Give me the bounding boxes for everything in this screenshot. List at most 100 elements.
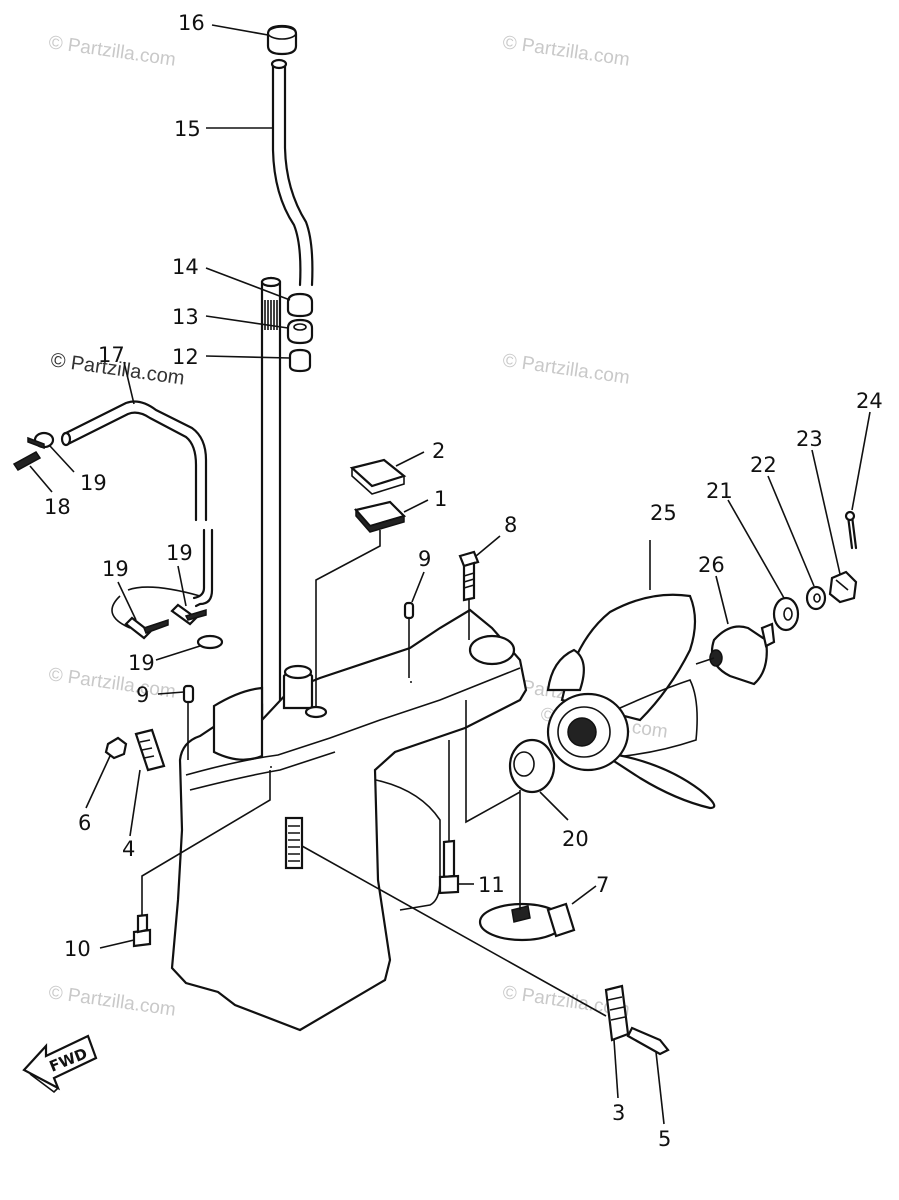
callout-7: 7 [596,873,609,897]
grommet-16-top [267,26,297,40]
leader-21 [727,499,785,599]
anode-7-tab [546,902,576,938]
leader-inlet-anode [301,845,607,1017]
lower-casing-outline [170,608,528,1032]
callout-9-lower: 9 [136,683,149,707]
leader-22 [767,475,815,587]
leader-2 [395,451,425,467]
water-hose-17-lower-edge [192,528,206,600]
gearcase-bullet [468,634,516,666]
bolt-8-shank [462,561,476,602]
callout-20: 20 [562,827,589,851]
callout-2: 2 [432,439,445,463]
leader-19-c [155,645,201,661]
seal-20 [508,738,556,794]
propeller-blade-lower [599,750,716,810]
callout-19-c: 19 [128,651,155,675]
cotter-pin-24-head [844,510,856,522]
callout-19-a: 19 [102,557,129,581]
lower-casing-plate-edge [189,751,336,791]
leader-9-upper [411,571,425,603]
seal-14 [286,292,314,318]
leader-12 [205,355,291,359]
casing-boss [212,686,264,761]
drive-shaft-top [260,276,282,288]
callout-4: 4 [122,837,135,861]
trim-plate-4-slots [139,739,155,759]
leader-10 [99,939,135,949]
seal-13-hole [293,323,307,331]
screw-18-thread [12,451,42,471]
leader-7 [571,885,597,905]
prop-hardware [772,510,858,632]
nut-6 [104,736,128,760]
washer-21-hole [783,607,793,621]
clamp-ring [111,586,201,629]
callout-26: 26 [698,553,725,577]
leader-lines [29,24,871,1125]
dowel-pin-9-upper [403,601,415,620]
water-tube-assembly [266,24,314,373]
callout-17: 17 [98,343,125,367]
dowel-pin-9-lower [182,684,195,704]
callout-21: 21 [706,479,733,503]
leader-shaft-spacer [695,657,715,665]
bolt-11-shank [442,839,456,879]
propeller-hub-ring [557,706,611,758]
callout-6: 6 [78,811,91,835]
casing-oil-holes [270,681,412,768]
leader-8 [475,535,501,557]
watermark: © Partzilla.com [501,32,631,71]
shift-rod-boss [304,705,328,719]
watermark: © Partzilla.com [501,350,631,389]
callout-11: 11 [478,873,505,897]
callout-18: 18 [44,495,71,519]
forward-direction-arrow: FWD [22,1034,98,1094]
callout-3: 3 [612,1101,625,1125]
anode-3-slots [607,996,626,1021]
callout-25: 25 [650,501,677,525]
leader-14 [205,267,291,301]
clamp-screw-a [143,618,169,634]
propeller-blade-upper [560,593,697,722]
bolt-11-head [438,874,460,895]
washer-21 [772,596,800,632]
anode-3-body [604,984,630,1042]
leader-4 [129,769,141,837]
collar-12 [288,348,312,373]
clamp-screw-d [27,436,45,450]
water-inlet-grille [284,816,304,870]
callout-19-b: 19 [166,541,193,565]
seal-20-inner [513,751,535,777]
leader-16 [211,24,269,36]
leader-9-lower [157,691,185,695]
lower-casing [170,608,528,1032]
callout-numbers: 1 2 3 4 5 6 7 8 9 9 10 11 12 13 14 15 16… [44,11,883,1151]
propeller-25 [546,593,716,810]
clamp-19-c [196,634,224,650]
nut-23-slot [835,579,849,591]
callout-10: 10 [64,937,91,961]
cotter-pin-24 [846,514,858,550]
water-hose-17 [60,400,214,608]
hose-clamps [27,431,224,650]
shaft-housing-top [283,664,313,680]
watermark: © Partzilla.com [47,32,177,71]
anode-7 [478,902,576,942]
anode-3 [604,984,670,1056]
spacer-26-bore [709,649,723,667]
drive-shaft-splines [264,300,278,330]
callout-23: 23 [796,427,823,451]
leader-13 [205,315,289,329]
bolt-11 [438,839,460,895]
lower-casing-fin [375,779,441,911]
callout-24: 24 [856,389,883,413]
water-hose-17-upper [62,400,208,522]
bolt-5 [626,1026,670,1056]
propeller-hub-bore [567,717,597,747]
leader-6 [85,755,111,809]
trim-plate-4-body [134,728,166,772]
callout-15: 15 [174,117,201,141]
leader-20-body [465,700,521,824]
